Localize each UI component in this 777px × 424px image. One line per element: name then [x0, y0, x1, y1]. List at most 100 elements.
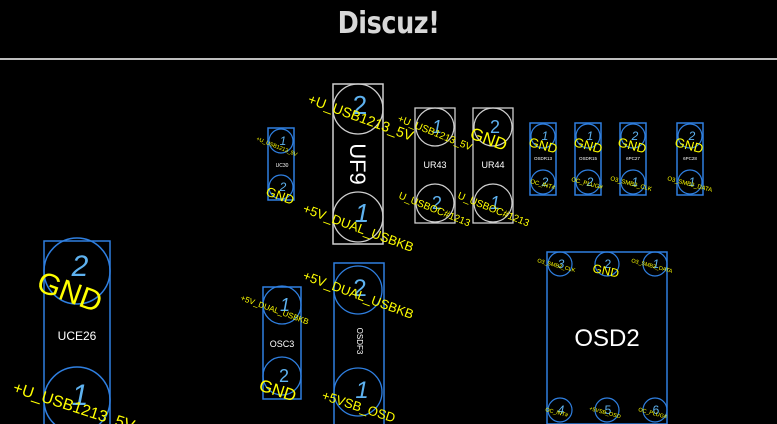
pad[interactable] — [677, 123, 703, 149]
pad[interactable] — [262, 356, 302, 396]
pin-number: 1 — [72, 379, 89, 412]
pad[interactable] — [594, 397, 620, 423]
pin-number: 1 — [280, 295, 290, 315]
pad[interactable] — [262, 285, 302, 325]
pin-number: 2 — [605, 257, 612, 271]
designator: UR44 — [481, 160, 504, 170]
component-outline — [676, 122, 704, 196]
pin-number: 6 — [653, 403, 660, 417]
net-label: GND — [468, 124, 510, 155]
pad[interactable] — [594, 251, 620, 277]
header-divider — [0, 58, 777, 60]
component-ur44[interactable]: 2 1 UR44 GND U_USBOC#1213 — [456, 107, 531, 229]
pin-number: 2 — [353, 275, 366, 302]
pad[interactable] — [415, 107, 455, 147]
pad[interactable] — [530, 123, 556, 149]
pin-number: 5 — [605, 403, 612, 417]
pad[interactable] — [473, 183, 513, 223]
component-osd2[interactable]: 3 2 1 4 5 6 OSD2 O3_SMB2_CLK GND O3_SMB2… — [536, 251, 673, 424]
pin-number: 2 — [279, 180, 287, 194]
pin-number: 1 — [587, 129, 594, 143]
designator: OSC3 — [270, 339, 295, 349]
pad[interactable] — [332, 83, 384, 135]
component-osdr15[interactable]: 1 2 OSDR15 GND OC_PLUG# — [570, 122, 604, 196]
designator: OSDF3 — [355, 328, 364, 355]
pin-number: 2 — [432, 193, 442, 213]
pin-number: 2 — [688, 129, 696, 143]
component-outline — [333, 262, 385, 424]
pad[interactable] — [620, 123, 646, 149]
pin-number: 1 — [689, 175, 696, 189]
pin-number: 1 — [355, 198, 369, 228]
pad[interactable] — [530, 169, 556, 195]
pad[interactable] — [677, 169, 703, 195]
component-outline — [267, 127, 295, 201]
pad[interactable] — [268, 128, 294, 154]
net-label: GND — [527, 134, 559, 156]
net-label: GND — [673, 134, 705, 156]
net-label: GND — [257, 376, 299, 406]
pin-number: 2 — [631, 129, 639, 143]
designator: UC30 — [276, 163, 289, 169]
component-outline — [529, 122, 557, 196]
pin-number: 1 — [432, 117, 442, 137]
pad[interactable] — [473, 107, 513, 147]
pin-number: 2 — [541, 175, 549, 189]
pad[interactable] — [642, 251, 668, 277]
header-bar: Discuz! — [0, 0, 777, 58]
component-outline — [262, 286, 302, 400]
designator: UR43 — [423, 160, 446, 170]
pin-number: 1 — [355, 377, 368, 404]
net-label: GND — [572, 134, 604, 156]
designator: 6PC27 — [626, 156, 640, 161]
component-ur43[interactable]: 1 2 UR43 +U_USB1213_5V U_USBOC#1213 — [396, 107, 474, 229]
net-label: GND — [591, 261, 620, 280]
pad[interactable] — [575, 169, 601, 195]
pad[interactable] — [620, 169, 646, 195]
pin-number: 3 — [558, 257, 565, 271]
net-label: GND — [264, 184, 296, 208]
pad[interactable] — [332, 191, 384, 243]
component-6pc28[interactable]: 2 1 6PC28 GND O3_SMB2_DATA — [666, 122, 713, 196]
component-uf9[interactable]: 2 1 UF9 +U_USB1213_5V +5V_DUAL_USBKB — [301, 83, 416, 255]
component-outline — [574, 122, 602, 196]
pin-number: 1 — [632, 175, 639, 189]
designator: OSD2 — [574, 325, 639, 352]
pin-number: 2 — [490, 117, 500, 137]
pad[interactable] — [415, 183, 455, 223]
pin-number: 2 — [353, 90, 367, 120]
pad[interactable] — [642, 397, 668, 423]
pin-number: 2 — [279, 366, 289, 386]
pad[interactable] — [43, 366, 111, 424]
pad[interactable] — [268, 174, 294, 200]
net-label: O3_SMB2_CLK — [536, 258, 576, 274]
component-outline — [619, 122, 647, 196]
pin-number: 1 — [490, 193, 500, 213]
designator: UCE26 — [58, 329, 97, 343]
pad[interactable] — [547, 397, 573, 423]
component-osdf3[interactable]: 2 1 OSDF3 +5V_DUAL_USBKB +5VSB_OSD — [301, 262, 416, 424]
pin-number: 4 — [558, 403, 565, 417]
designator: OSDR13 — [534, 156, 553, 161]
pad[interactable] — [575, 123, 601, 149]
designator: UF9 — [345, 143, 370, 185]
component-6pc27[interactable]: 2 1 6PC27 GND O3_SMB2_CLK — [609, 122, 652, 196]
pad[interactable] — [43, 237, 111, 305]
pin-number: 2 — [586, 175, 594, 189]
pad[interactable] — [333, 367, 383, 417]
pad[interactable] — [547, 251, 573, 277]
component-outline — [43, 240, 111, 424]
designator: OSDR15 — [579, 156, 598, 161]
net-label: GND — [616, 134, 648, 156]
component-osc3[interactable]: 1 2 OSC3 +5V_DUAL_USBKB GND — [239, 285, 310, 406]
page-title: Discuz! — [337, 6, 440, 41]
component-uce26[interactable]: 2 1 UCE26 GND +U_USB1213_5V — [11, 237, 137, 424]
component-osdr13[interactable]: 1 2 OSDR13 GND OC_INT# — [527, 122, 559, 196]
pad[interactable] — [333, 265, 383, 315]
pin-number: 1 — [653, 257, 660, 271]
pin-number: 2 — [71, 250, 89, 283]
designator: 6PC28 — [683, 156, 697, 161]
pin-number: 1 — [542, 129, 549, 143]
component-uc30[interactable]: 1 2 UC30 +U_USB1213_5V GND — [255, 127, 298, 208]
